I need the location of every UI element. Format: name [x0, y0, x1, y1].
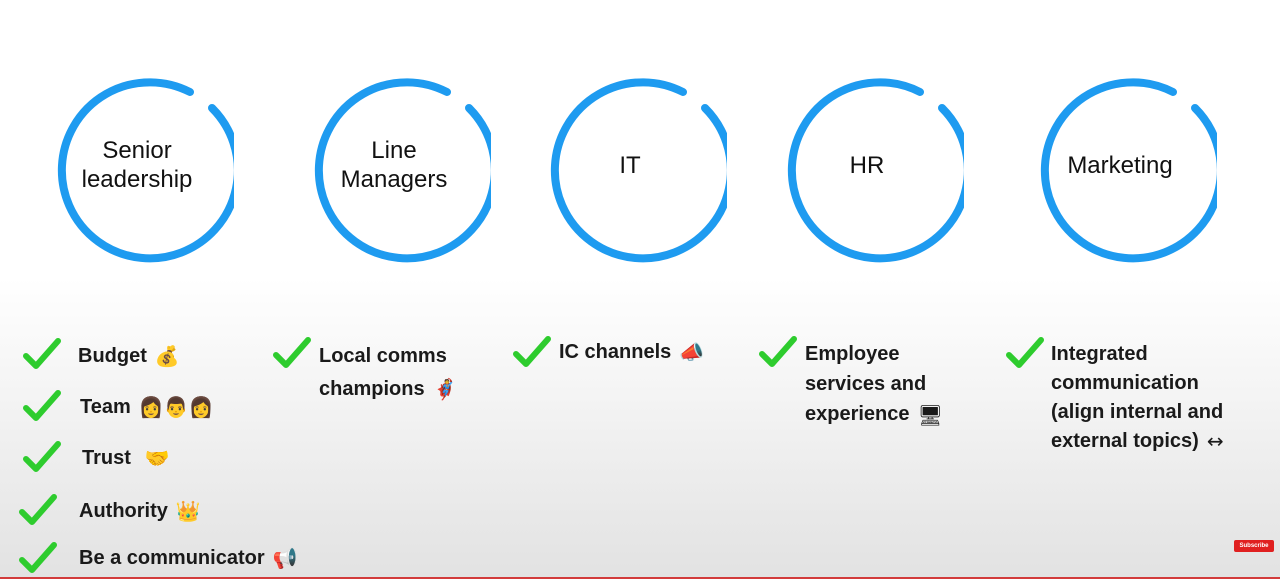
circle-ring [57, 78, 234, 263]
circle-line-managers: Line Managers [297, 70, 491, 264]
circle-ring [550, 78, 727, 263]
circle-senior-leadership: Senior leadership [40, 70, 234, 264]
checklist-item-employee-services: Employee services and experience🖥 [758, 334, 943, 430]
checkmark-icon [19, 494, 57, 525]
left-right-arrow-icon: ↔ [1206, 429, 1224, 454]
checklist-item-budget: Budget💰 [22, 336, 180, 372]
circle-label: IT [619, 151, 641, 179]
checklist-item-local-comms-champions: Local comms champions🦸 [272, 335, 457, 406]
checklist-item-label: Integrated communication (align internal… [1051, 340, 1224, 456]
checklist-item-trust: Trust🤝 [22, 439, 170, 475]
circle-ring [314, 78, 491, 263]
circle-label: Senior leadership [81, 137, 193, 193]
checklist-item-label: Trust🤝 [82, 444, 170, 473]
checklist-item-label: IC channels📣 [559, 338, 704, 367]
checkmark-icon [513, 336, 551, 367]
checkmark-icon [1006, 337, 1044, 368]
subscribe-button[interactable]: Subscribe [1234, 540, 1274, 552]
circle-label: Line Managers [340, 137, 448, 193]
circle-label: Marketing [1067, 151, 1173, 179]
subscribe-label: Subscribe [1239, 543, 1269, 549]
progress-line [0, 577, 1280, 579]
desktop-computer-icon: 🖥 [917, 402, 943, 427]
checklist-item-integrated-communication: Integrated communication (align internal… [1005, 335, 1224, 456]
megaphone-icon: 📣 [679, 340, 705, 365]
crown-icon: 👑 [175, 499, 201, 524]
circle-label: HR [849, 151, 885, 179]
checkmark-icon [23, 390, 61, 421]
loudspeaker-icon: 📢 [272, 546, 298, 571]
checklist-item-label: Budget💰 [78, 342, 180, 371]
superhero-icon: 🦸 [432, 377, 458, 402]
circle-ring [1040, 78, 1217, 263]
handshake-icon: 🤝 [144, 446, 170, 471]
checklist-item-label: Team👩👨👩 [80, 393, 213, 422]
checkmark-icon [23, 338, 61, 369]
checklist-item-authority: Authority👑 [18, 492, 201, 528]
checklist-item-be-a-communicator: Be a communicator📢 [18, 540, 298, 576]
circle-it: IT [533, 70, 727, 264]
people-icon: 👩👨👩 [138, 395, 214, 420]
checklist-item-label: Be a communicator📢 [79, 544, 298, 573]
checkmark-icon [19, 542, 57, 573]
circle-hr: HR [770, 70, 964, 264]
checklist-item-ic-channels: IC channels📣 [512, 334, 704, 370]
checkmark-icon [23, 441, 61, 472]
checklist-item-team: Team👩👨👩 [22, 388, 213, 424]
checkmark-icon [273, 337, 311, 368]
checkmark-icon [759, 336, 797, 367]
circle-marketing: Marketing [1023, 70, 1217, 264]
checklist-item-label: Employee services and experience🖥 [805, 339, 943, 430]
checklist-item-label: Local comms champions🦸 [319, 340, 457, 406]
circle-ring [787, 78, 964, 263]
money-bag-icon: 💰 [154, 344, 180, 369]
checklist-item-label: Authority👑 [79, 497, 201, 526]
